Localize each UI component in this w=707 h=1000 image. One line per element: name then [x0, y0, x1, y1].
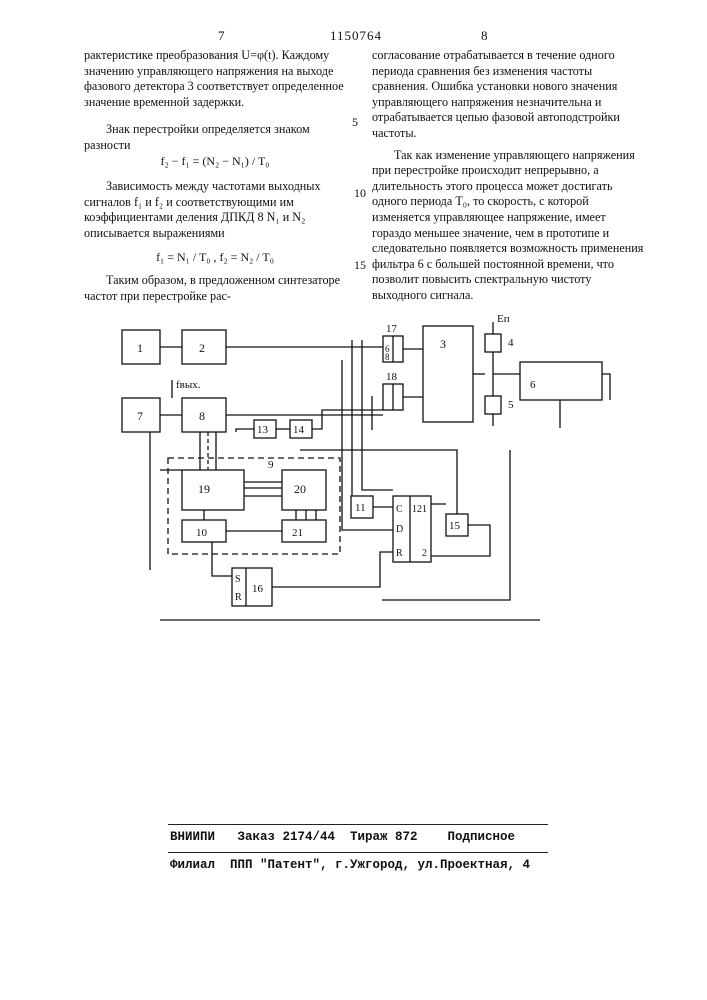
svg-text:16: 16 — [252, 583, 264, 595]
block-13: 13 — [254, 420, 276, 438]
label-9: 9 — [268, 459, 274, 471]
block-16: S R 16 — [232, 568, 272, 606]
block-15: 15 — [446, 514, 468, 536]
input-8-label: 8 — [385, 352, 390, 362]
dashed-boundary — [168, 458, 340, 554]
block-8: 8 — [182, 398, 226, 432]
svg-text:12: 12 — [412, 504, 422, 515]
svg-text:15: 15 — [449, 520, 461, 532]
line-number-10: 10 — [354, 186, 366, 201]
footer-imprint-line-1: ВНИИПИ Заказ 2174/44 Тираж 872 Подписное — [170, 830, 515, 844]
block-19: 19 — [182, 470, 244, 510]
supply-voltage-label: Eп — [497, 313, 510, 325]
block-11: 11 — [351, 496, 373, 518]
left-paragraph-3: Зависимость между частотами выходных сиг… — [84, 179, 346, 241]
formula-difference: f₂ − f₁ = (N₂ − N₁) / T₀ — [84, 154, 346, 170]
svg-text:4: 4 — [508, 337, 514, 349]
block-diagram: 1 2 7 8 3 17 18 4 5 6 13 14 19 20 10 21 … — [0, 300, 707, 640]
output-frequency-label: fвых. — [176, 379, 201, 391]
page-number-right: 8 — [481, 28, 488, 44]
page-number-left: 7 — [218, 28, 225, 44]
svg-text:13: 13 — [257, 424, 269, 436]
footer-rule-top — [168, 824, 548, 825]
svg-text:6: 6 — [530, 379, 536, 391]
svg-text:8: 8 — [199, 409, 205, 423]
svg-text:S: S — [235, 574, 241, 585]
svg-text:1: 1 — [137, 341, 143, 355]
svg-text:5: 5 — [508, 399, 514, 411]
svg-text:21: 21 — [292, 527, 303, 539]
svg-text:19: 19 — [198, 482, 210, 496]
svg-text:2: 2 — [199, 341, 205, 355]
line-number-5: 5 — [352, 115, 358, 130]
svg-text:C: C — [396, 504, 403, 515]
block-18: 18 — [383, 371, 403, 410]
svg-text:R: R — [396, 548, 403, 559]
block-2: 2 — [182, 330, 226, 364]
right-paragraph-1: согласование отрабатывается в течение од… — [372, 48, 644, 142]
left-paragraph-1: рактеристике преобразования U=φ(t). Кажд… — [84, 48, 346, 110]
svg-text:20: 20 — [294, 482, 306, 496]
svg-text:3: 3 — [440, 337, 446, 351]
patent-number: 1150764 — [330, 28, 382, 44]
svg-text:1: 1 — [422, 504, 427, 515]
svg-text:18: 18 — [386, 371, 398, 383]
block-1: 1 — [122, 330, 160, 364]
right-paragraph-2: Так как изменение управляющего напряжени… — [372, 148, 644, 304]
block-12: C D R 12 1 2 — [393, 496, 431, 562]
block-7: 7 — [122, 398, 160, 432]
svg-text:7: 7 — [137, 409, 143, 423]
footer-rule-middle — [168, 852, 548, 853]
block-5: 5 — [485, 396, 514, 414]
block-14: 14 — [290, 420, 312, 438]
svg-text:11: 11 — [355, 502, 366, 514]
left-column: рактеристике преобразования U=φ(t). Кажд… — [84, 48, 346, 304]
footer-imprint-line-2: Филиал ППП "Патент", г.Ужгород, ул.Проек… — [170, 858, 530, 872]
block-21: 21 — [282, 520, 326, 542]
block-10: 10 — [182, 520, 226, 542]
line-number-15: 15 — [354, 258, 366, 273]
right-column: согласование отрабатывается в течение од… — [372, 48, 644, 304]
svg-text:R: R — [235, 592, 242, 603]
left-paragraph-2: Знак перестройки определяется знаком раз… — [84, 122, 346, 153]
block-3: 3 — [423, 326, 473, 422]
block-6: 6 — [520, 362, 602, 400]
svg-text:17: 17 — [386, 323, 398, 335]
svg-text:10: 10 — [196, 527, 208, 539]
block-4: 4 — [485, 334, 514, 352]
svg-text:14: 14 — [293, 424, 305, 436]
block-20: 20 — [282, 470, 326, 510]
connection-lines — [150, 322, 610, 620]
svg-text:2: 2 — [422, 548, 427, 559]
svg-text:D: D — [396, 524, 403, 535]
formula-frequencies: f₁ = N₁ / T₀ , f₂ = N₂ / T₀ — [84, 250, 346, 266]
